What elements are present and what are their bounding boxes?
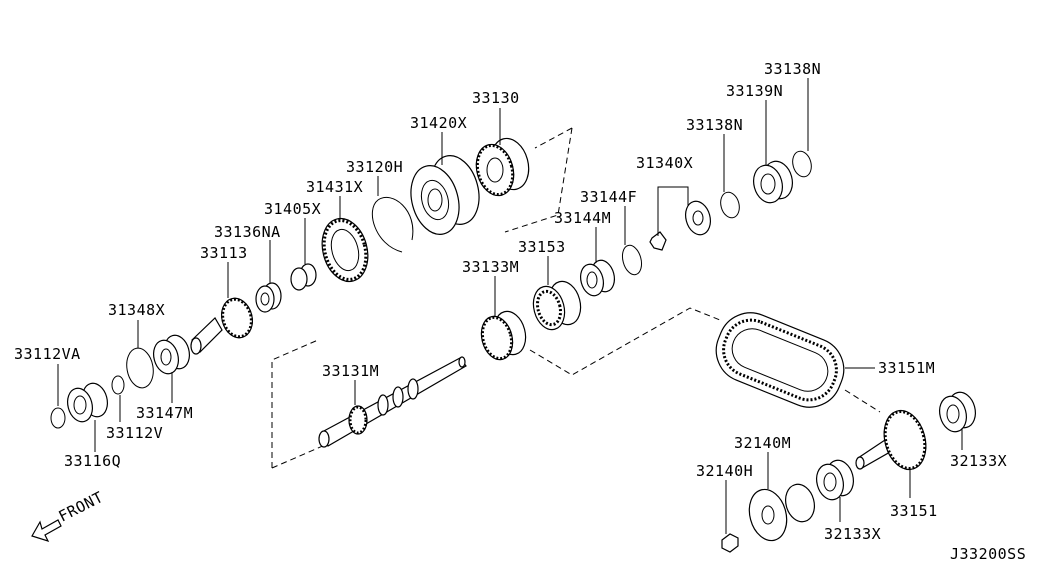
front-label: FRONT [56,488,107,526]
leader-lines [57,78,963,534]
bearing-33147m [153,334,190,375]
callout-31340x: 31340X [636,154,693,172]
input-gear-33113 [190,297,253,355]
callout-32140m: 32140M [734,434,791,452]
callout-33112va: 33112VA [14,345,81,363]
clutch-sleeve-33153 [532,280,582,331]
planetary-carrier-31420x [410,155,480,235]
callout-33116q: 33116Q [64,452,121,470]
oil-pump-31340x [649,200,711,251]
snap-ring-33112v [111,375,125,395]
callout-33112v: 33112V [106,424,163,442]
callout-33153: 33153 [518,238,566,256]
callout-33138n-a: 33138N [686,116,743,134]
callout-32133x-b: 32133X [824,525,881,543]
snap-ring-33144f [621,244,643,276]
drive-chain-33151m [715,312,845,408]
callout-33131m: 33131M [322,362,379,380]
snap-ring-33120h [371,197,414,253]
companion-flange-32140m [748,483,815,542]
bearing-32133x-a [939,391,976,433]
front-direction-indicator: FRONT [31,488,107,542]
callout-32140h: 32140H [696,462,753,480]
callout-31431x: 31431X [306,178,363,196]
assembly-guide-lines [271,127,881,469]
mainshaft-33131m [318,356,467,448]
needle-bearing-33136na [255,282,282,313]
callout-32133x-a: 32133X [950,452,1007,470]
front-arrow-icon [31,519,62,542]
callout-33113: 33113 [200,244,248,262]
bearing-32133x-b [816,459,854,501]
callout-31405x: 31405X [264,200,321,218]
snap-ring-33138n-b [792,150,812,178]
callout-31420x: 31420X [410,114,467,132]
callout-31348x: 31348X [108,301,165,319]
snap-ring-33112va [50,407,66,429]
callout-33144m: 33144M [554,209,611,227]
o-ring-31348x [126,347,154,389]
callout-33130: 33130 [472,89,520,107]
callout-33133m: 33133M [462,258,519,276]
flange-nut-32140h [721,533,739,553]
drive-sprocket-33133m [480,310,527,361]
callout-labels: 33112VA 33116Q 31348X 33112V 33147M 3311… [14,60,1026,563]
callout-33139n: 33139N [726,82,783,100]
diagram-code: J33200SS [950,545,1026,563]
callout-33120h: 33120H [346,158,403,176]
driven-sprocket-33151 [855,409,927,471]
callout-33138n-b: 33138N [764,60,821,78]
snap-ring-33138n-a [720,191,740,219]
bearing-33139n [753,160,793,204]
bearing-33116q [67,382,108,423]
sun-gear-33130 [475,137,530,197]
ring-gear-31431x [321,217,369,283]
callout-33136na: 33136NA [214,223,281,241]
callout-33151: 33151 [890,502,938,520]
sleeve-31405x [290,263,317,291]
hub-33144m [579,259,616,297]
callout-33151m: 33151M [878,359,935,377]
callout-33144f: 33144F [580,188,637,206]
callout-33147m: 33147M [136,404,193,422]
